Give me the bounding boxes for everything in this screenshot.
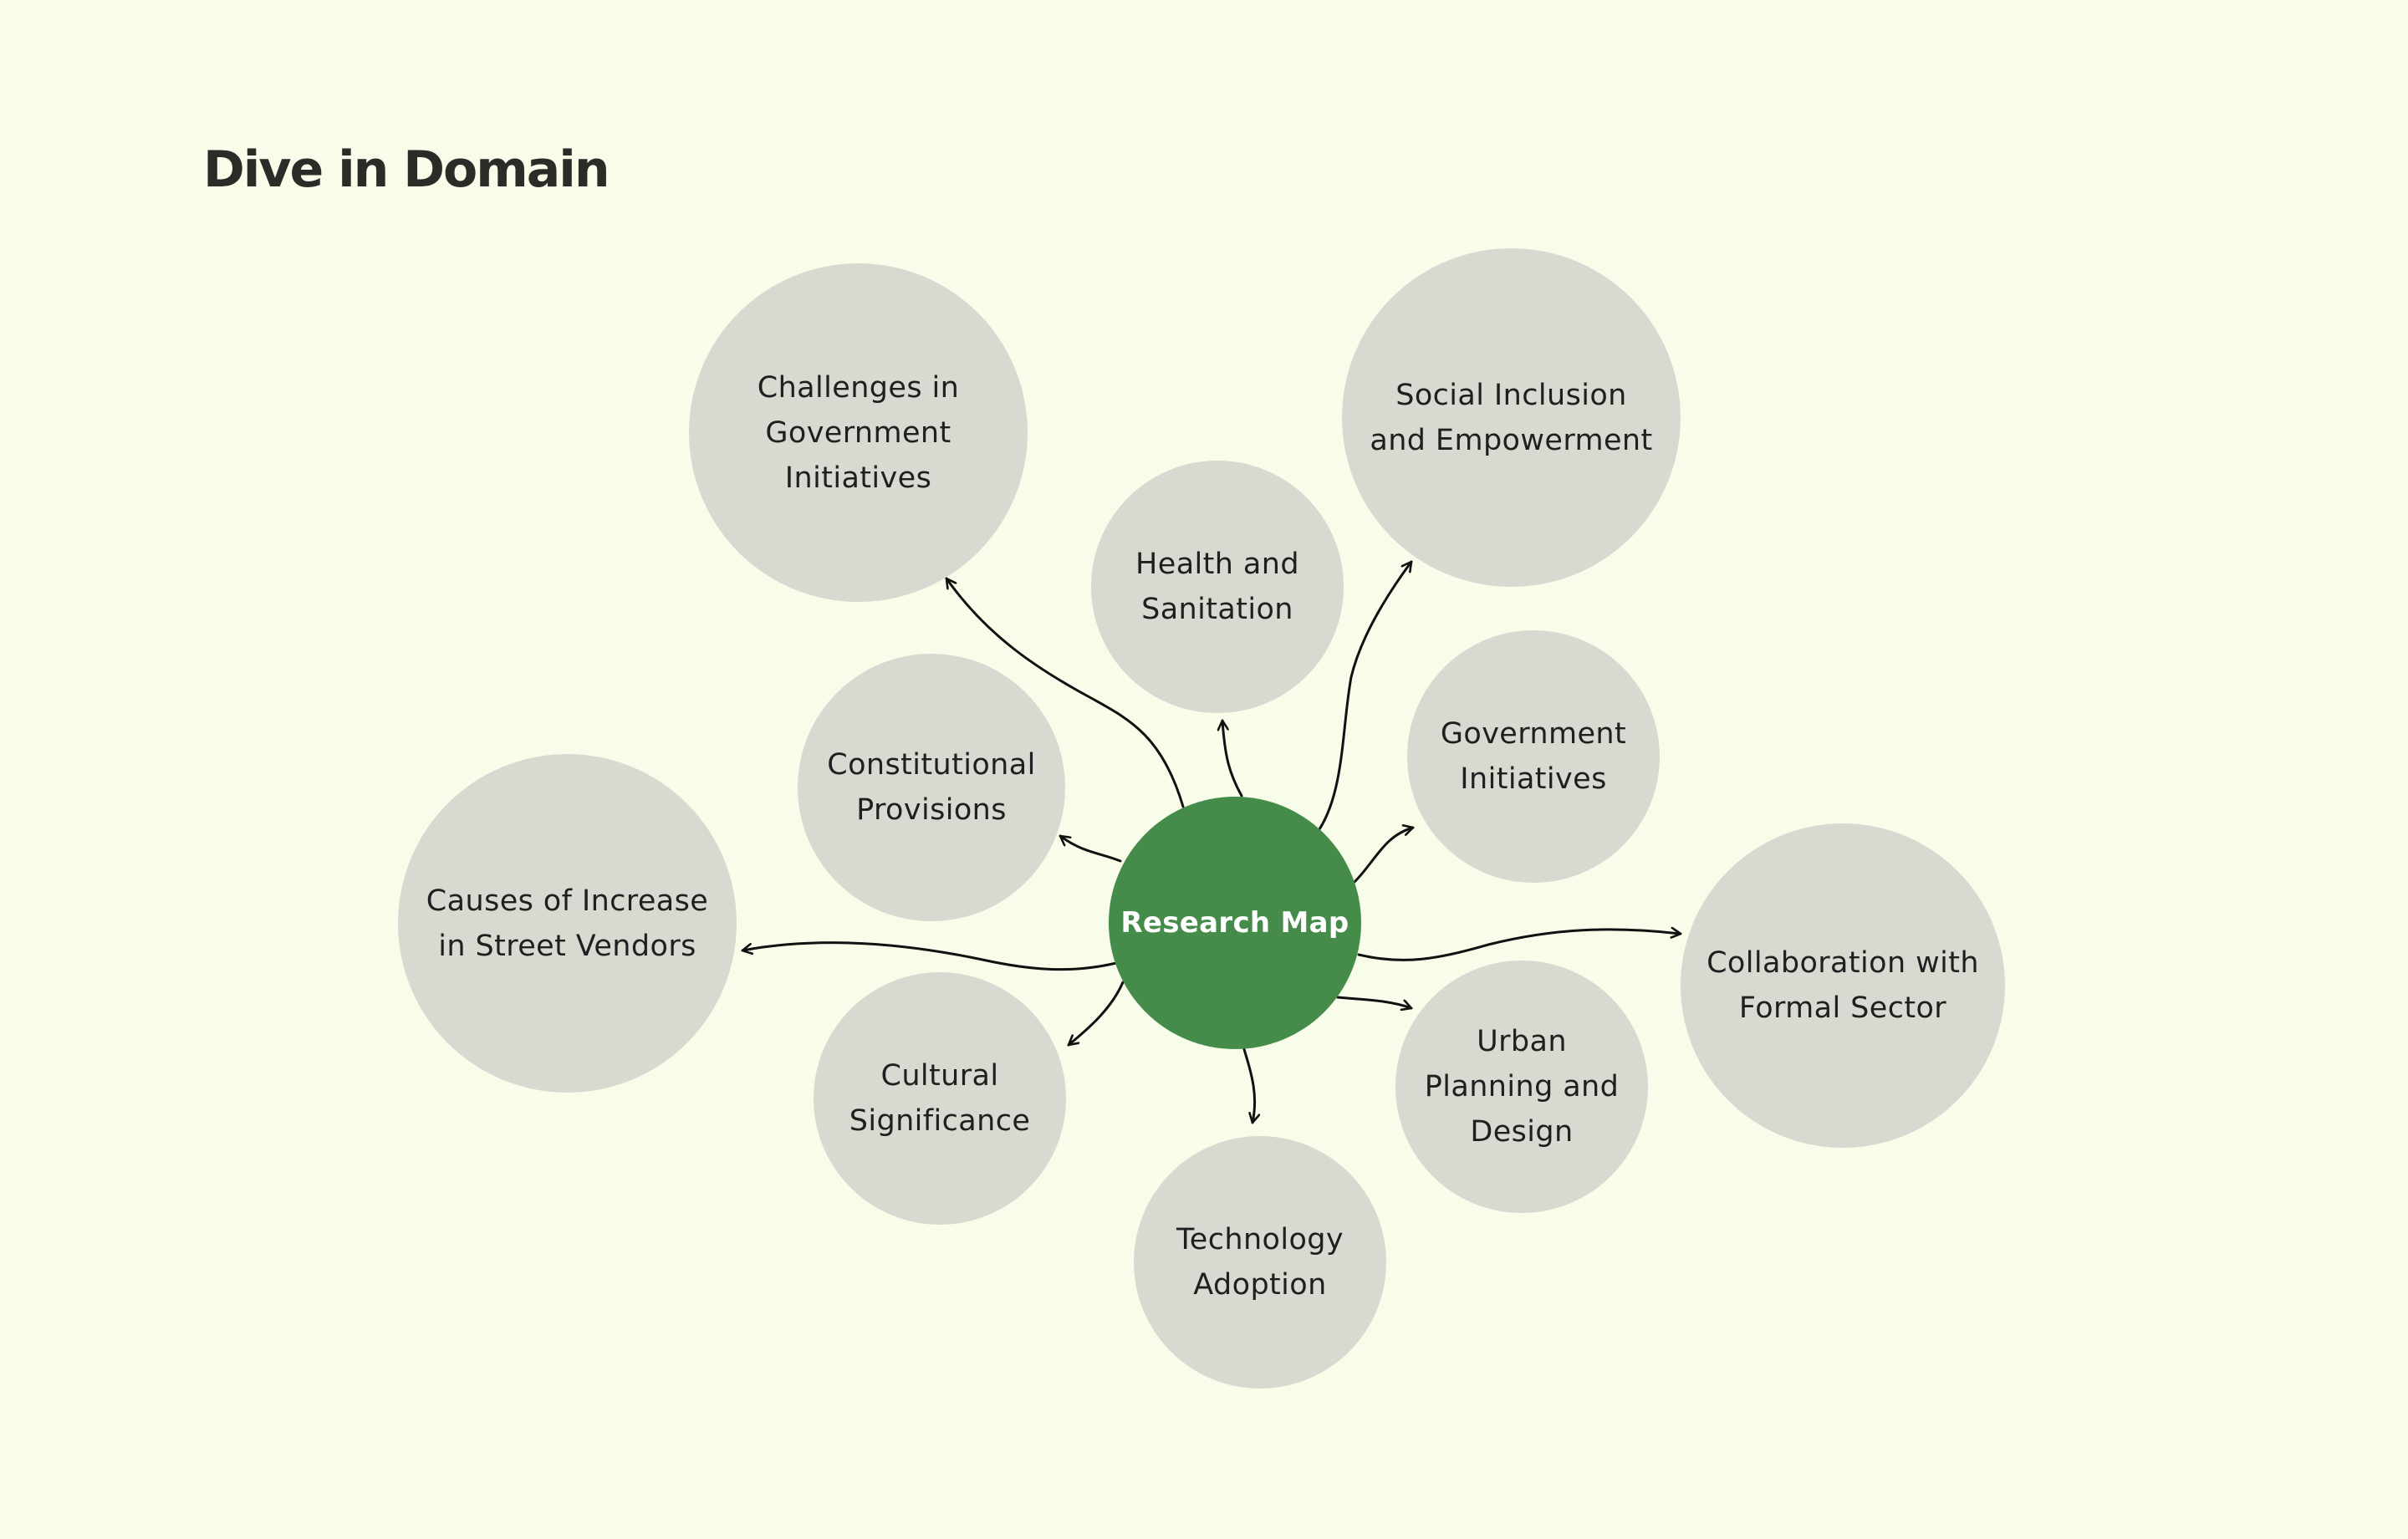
node-causes-of-increase-in-street-vendors[interactable]: Causes of Increase in Street Vendors (398, 754, 737, 1093)
node-label: Constitutional Provisions (827, 748, 1036, 827)
node-technology-adoption[interactable]: Technology Adoption (1134, 1136, 1386, 1389)
node-label: Government Initiatives (1440, 717, 1627, 796)
node-label: Urban Planning and Design (1424, 1025, 1620, 1149)
arrow-to-collaboration (1357, 930, 1682, 961)
node-label: Technology Adoption (1176, 1223, 1344, 1302)
arrow-to-cultural (1067, 981, 1125, 1047)
arrow-to-technology (1242, 1045, 1255, 1124)
node-label: Causes of Increase in Street Vendors (426, 884, 709, 963)
page-title: Dive in Domain (203, 140, 610, 199)
node-collaboration-with-formal-sector[interactable]: Collaboration with Formal Sector (1681, 823, 2005, 1148)
node-label: Cultural Significance (849, 1059, 1031, 1138)
arrow-to-urban (1336, 996, 1413, 1008)
node-challenges-in-government-initiatives[interactable]: Challenges in Government Initiatives (689, 263, 1028, 602)
center-node-label: Research Map (1120, 906, 1349, 940)
node-health-and-sanitation[interactable]: Health and Sanitation (1091, 461, 1344, 713)
node-label: Social Inclusion and Empowerment (1370, 378, 1653, 457)
node-urban-planning-and-design[interactable]: Urban Planning and Design (1395, 961, 1648, 1213)
node-cultural-significance[interactable]: Cultural Significance (814, 972, 1066, 1225)
arrow-to-challenges (945, 577, 1185, 808)
center-node-research-map[interactable]: Research Map (1109, 797, 1361, 1049)
arrow-to-causes (741, 941, 1118, 971)
node-social-inclusion-and-empowerment[interactable]: Social Inclusion and Empowerment (1342, 248, 1681, 587)
arrow-to-government (1353, 828, 1415, 884)
node-label: Health and Sanitation (1135, 548, 1299, 626)
arrow-to-health (1222, 719, 1243, 798)
node-label: Collaboration with Formal Sector (1707, 946, 1979, 1025)
node-government-initiatives[interactable]: Government Initiatives (1407, 630, 1660, 883)
node-constitutional-provisions[interactable]: Constitutional Provisions (798, 654, 1065, 921)
node-label: Challenges in Government Initiatives (757, 370, 960, 495)
arrow-to-constitutional (1059, 834, 1122, 863)
arrow-to-social (1318, 560, 1413, 831)
